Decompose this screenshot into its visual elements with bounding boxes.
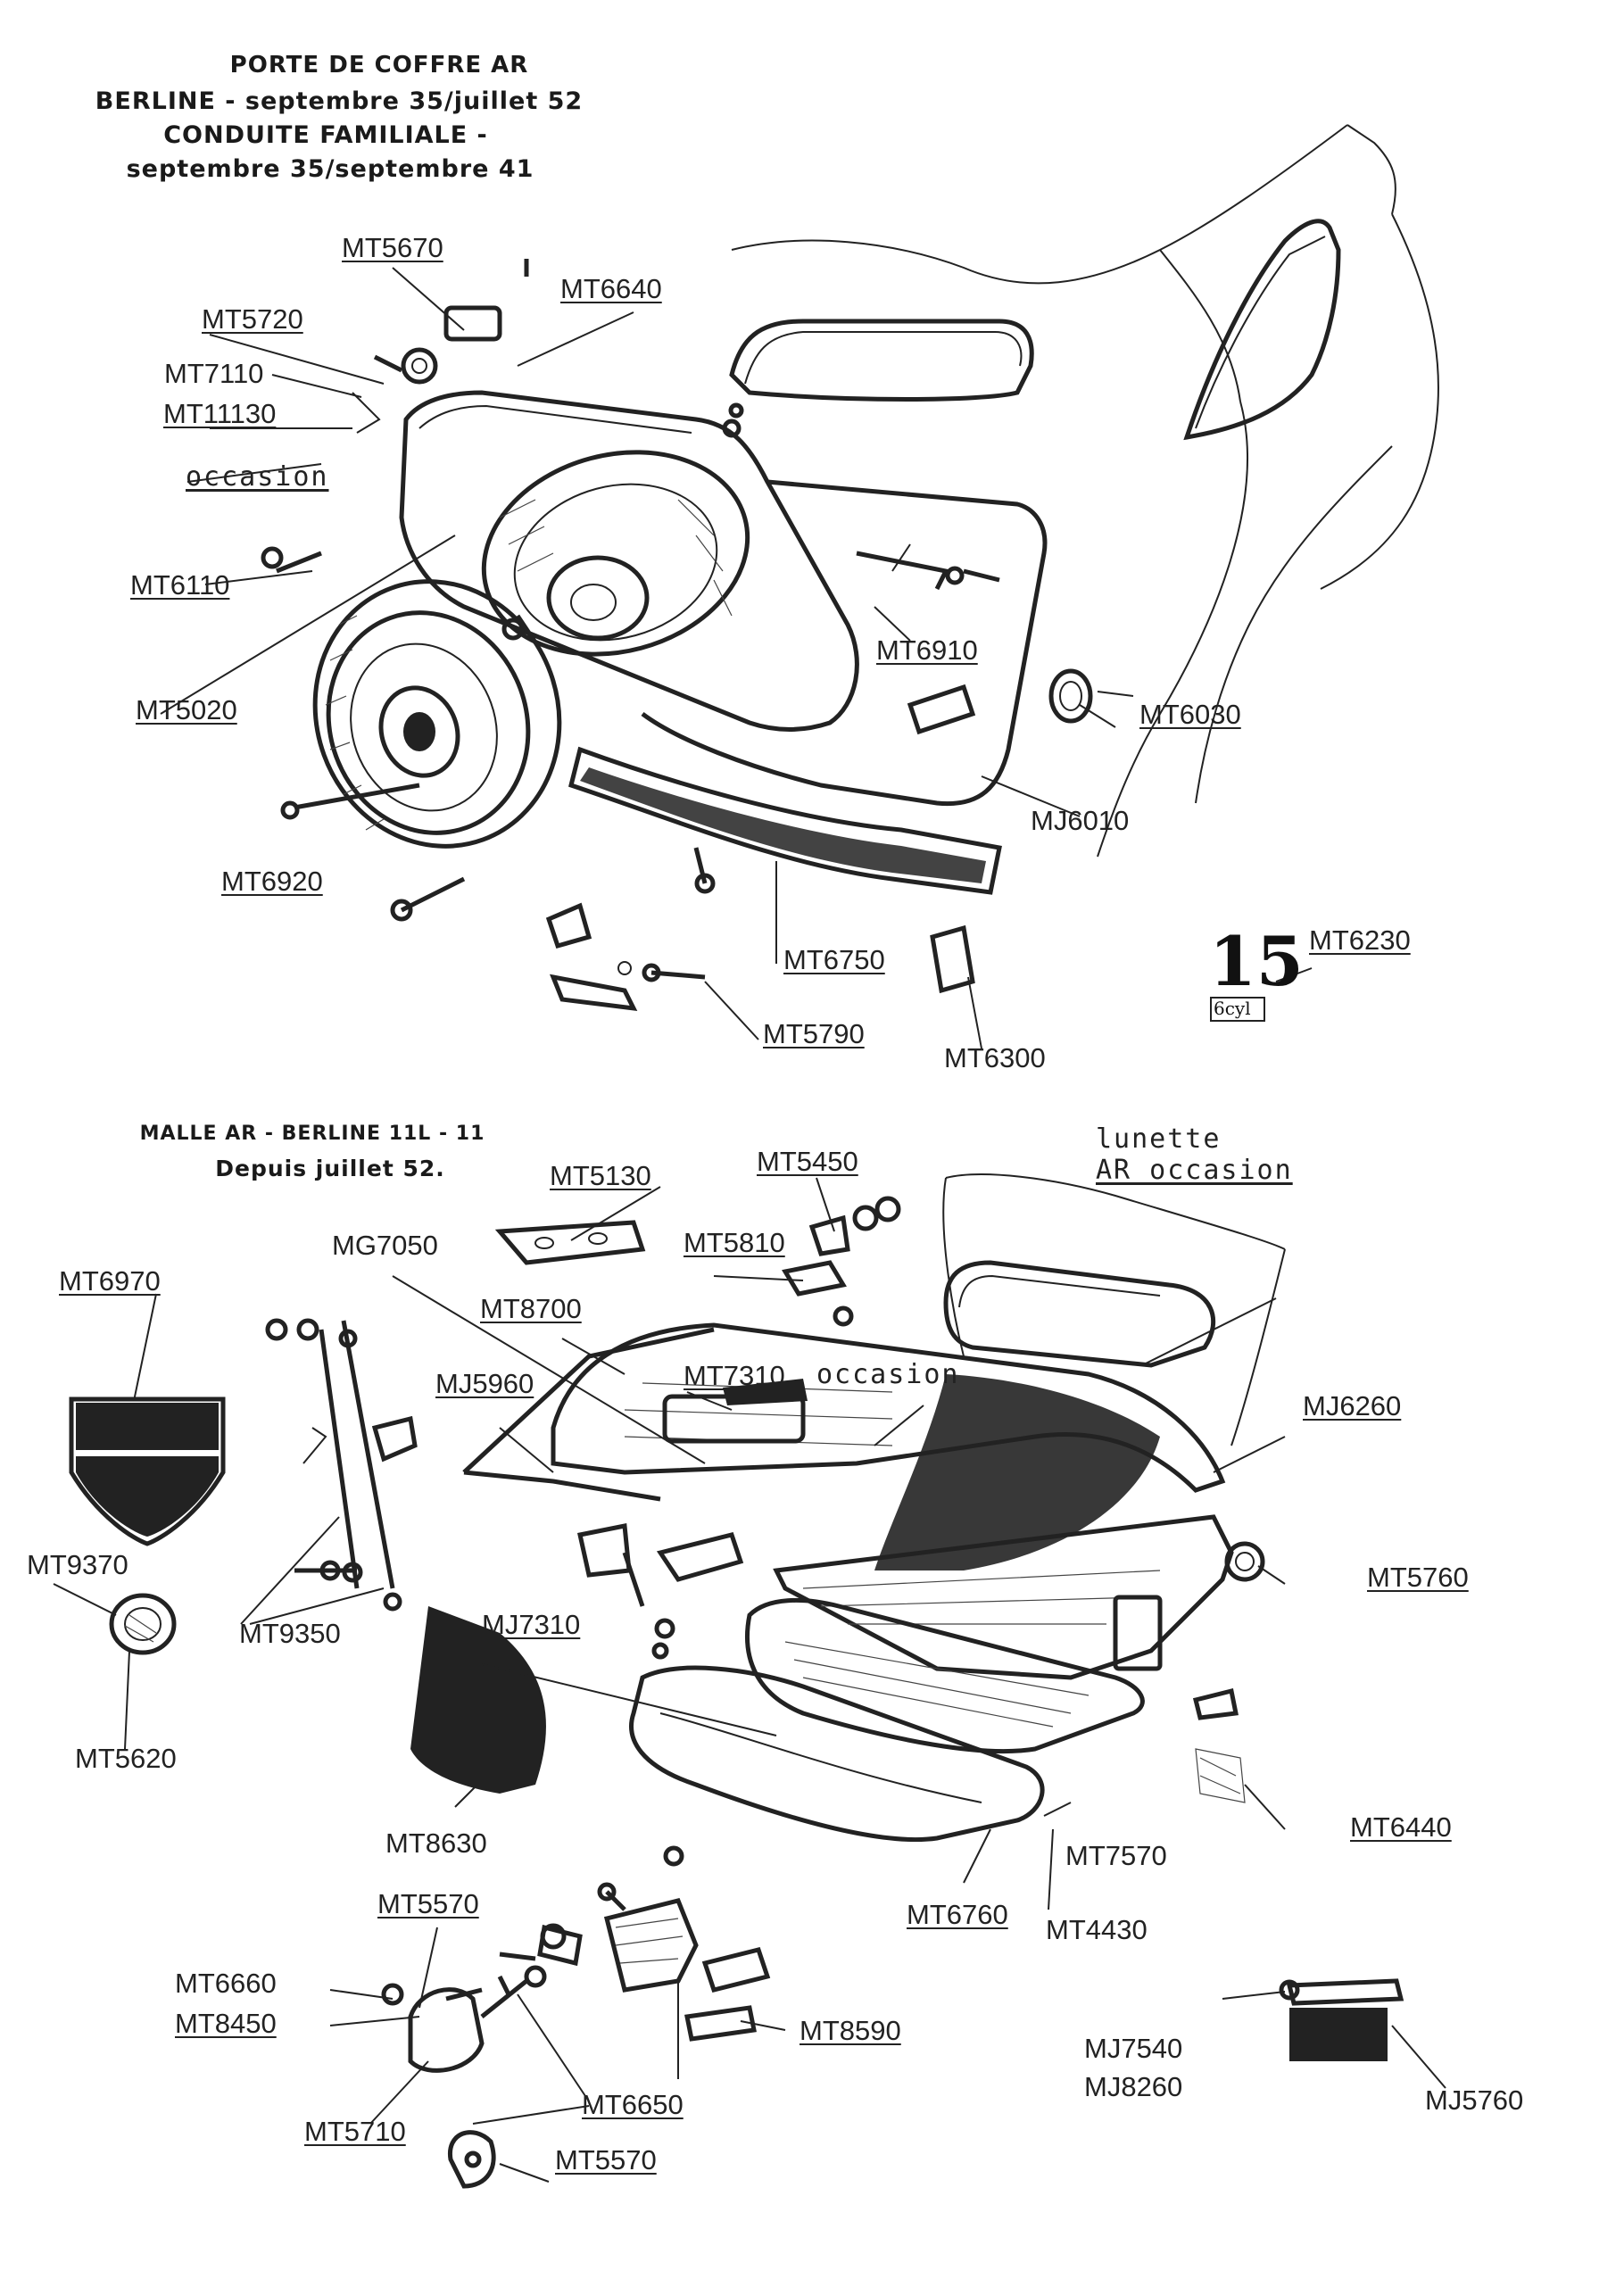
badge-subtext: 6cyl xyxy=(1214,998,1251,1019)
top-title-line-1: PORTE DE COFFRE AR xyxy=(229,52,529,79)
label-mt4430: MT4430 xyxy=(1046,1914,1148,1945)
label-mt5620: MT5620 xyxy=(75,1743,177,1774)
top-title-line-2: BERLINE - septembre 35/juillet 52 xyxy=(95,87,584,115)
label-mt5810: MT5810 xyxy=(684,1227,785,1258)
label-mt6230: MT6230 xyxy=(1309,924,1411,956)
label-mt5570-upper: MT5570 xyxy=(377,1888,479,1919)
label-mt5130: MT5130 xyxy=(550,1160,651,1191)
label-mt9350: MT9350 xyxy=(239,1618,341,1649)
spare-wheel xyxy=(312,579,562,849)
label-mt5450: MT5450 xyxy=(757,1146,858,1177)
top-title-line-3: CONDUITE FAMILIALE - xyxy=(163,121,488,149)
label-mj5960: MJ5960 xyxy=(435,1368,534,1399)
label-mj6260: MJ6260 xyxy=(1303,1390,1402,1421)
note-occasion-top: occasion xyxy=(186,461,329,493)
trunk-lid xyxy=(551,1322,1234,1843)
car-body-outline-bottom xyxy=(942,1173,1286,1446)
rear-valance-strip xyxy=(568,746,1002,895)
badge-15 xyxy=(1210,997,1265,1022)
label-mt7570: MT7570 xyxy=(1065,1840,1167,1871)
label-mt6640: MT6640 xyxy=(560,273,662,304)
label-mt5760: MT5760 xyxy=(1367,1562,1469,1593)
label-mt8700: MT8700 xyxy=(480,1293,582,1324)
trunk-door-panel-top xyxy=(399,390,1048,807)
label-mt7310: MT7310 xyxy=(684,1360,785,1391)
label-mt6300: MT6300 xyxy=(944,1042,1046,1073)
label-mt6660: MT6660 xyxy=(175,1968,277,1999)
hardware-top xyxy=(261,259,1093,1012)
label-mt8590: MT8590 xyxy=(800,2015,901,2046)
label-mt8450: MT8450 xyxy=(175,2008,277,2039)
label-mt6750: MT6750 xyxy=(783,944,885,975)
label-mt6760: MT6760 xyxy=(907,1899,1008,1930)
label-mj7540: MJ7540 xyxy=(1084,2033,1183,2064)
note-occasion-mid: occasion xyxy=(816,1359,960,1390)
label-mt8630: MT8630 xyxy=(385,1827,487,1859)
label-mj6010: MJ6010 xyxy=(1031,805,1130,836)
label-mg7050: MG7050 xyxy=(332,1230,438,1261)
car-body-outline-top xyxy=(729,124,1439,858)
label-mt6440: MT6440 xyxy=(1350,1811,1452,1843)
label-mt6910: MT6910 xyxy=(876,634,978,666)
label-mj7310: MJ7310 xyxy=(482,1609,581,1640)
label-mj5760: MJ5760 xyxy=(1425,2084,1524,2116)
label-mt6030: MT6030 xyxy=(1139,699,1241,730)
label-mt5710: MT5710 xyxy=(304,2116,406,2147)
bottom-title-line-2: Depuis juillet 52. xyxy=(215,1156,445,1181)
label-mj8260: MJ8260 xyxy=(1084,2071,1183,2102)
leader-lines-top xyxy=(160,267,1313,1049)
label-mt6650: MT6650 xyxy=(582,2089,684,2120)
note-lunette-line1: lunette xyxy=(1096,1123,1222,1155)
label-mt5720: MT5720 xyxy=(202,303,303,335)
label-mt5570-lower: MT5570 xyxy=(555,2144,657,2175)
bottom-title-line-1: MALLE AR - BERLINE 11L - 11 xyxy=(139,1123,485,1145)
label-mt6920: MT6920 xyxy=(221,866,323,897)
label-mt5020: MT5020 xyxy=(136,694,237,725)
label-mt7110: MT7110 xyxy=(164,358,264,389)
badge-number: 15 xyxy=(1209,922,1304,1001)
label-mt5670: MT5670 xyxy=(342,232,443,263)
label-mt6110: MT6110 xyxy=(130,569,230,601)
label-mt9370: MT9370 xyxy=(27,1549,128,1580)
label-mt6970: MT6970 xyxy=(59,1265,161,1297)
leader-lines-bottom xyxy=(53,1177,1446,2183)
note-lunette-line2: AR occasion xyxy=(1096,1155,1293,1186)
label-mt5790: MT5790 xyxy=(763,1018,865,1049)
label-mt11130: MT11130 xyxy=(163,398,277,429)
top-title-line-4: septembre 35/septembre 41 xyxy=(126,155,534,183)
